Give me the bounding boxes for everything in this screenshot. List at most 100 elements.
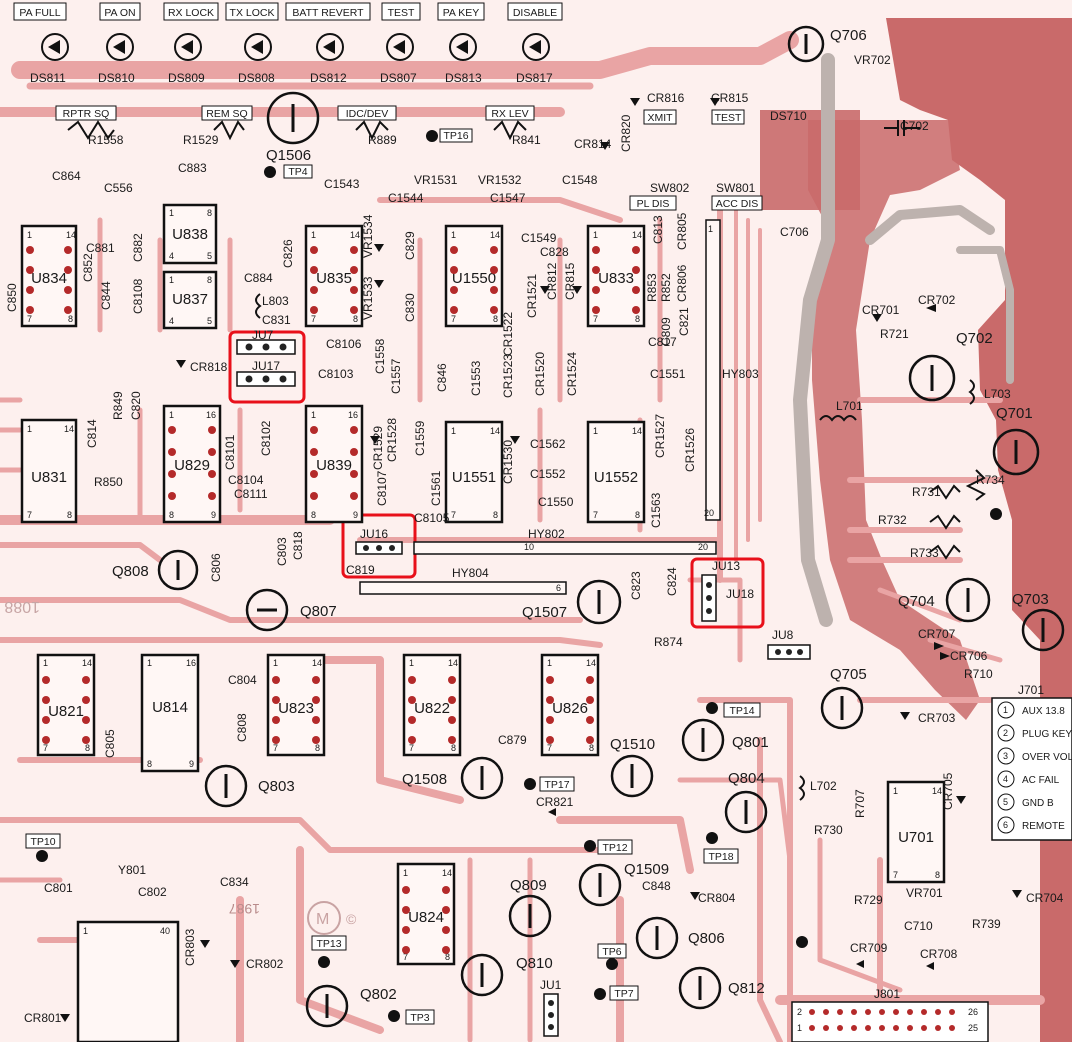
part-label: C818 xyxy=(291,531,305,560)
part-label: R710 xyxy=(964,667,993,681)
tp10-label: TP10 xyxy=(30,836,55,848)
part-label: C828 xyxy=(540,245,569,259)
part-label: C1550 xyxy=(538,495,574,509)
svg-text:7: 7 xyxy=(547,743,552,753)
part-label: VR1532 xyxy=(478,173,522,187)
ic-u824-label: U824 xyxy=(408,909,444,926)
led-label: TX LOCK xyxy=(230,7,275,19)
q701-label: Q701 xyxy=(996,405,1033,422)
hy802-pin-10: 10 xyxy=(524,542,534,552)
part-label: C1553 xyxy=(469,360,483,396)
part-label: C8105 xyxy=(414,511,450,525)
pin-number: 1 xyxy=(1003,705,1008,715)
svg-text:7: 7 xyxy=(451,314,456,324)
part-label: CR701 xyxy=(862,303,900,317)
part-label: CR814 xyxy=(574,137,612,151)
led-ref: DS817 xyxy=(516,71,553,85)
transistor-layer: Q706 Q1506 Q702 Q701 Q808 Q807 Q1507 Q70… xyxy=(112,25,1065,1028)
svg-text:8: 8 xyxy=(85,743,90,753)
svg-text:16: 16 xyxy=(348,410,358,420)
svg-text:8: 8 xyxy=(315,743,320,753)
part-label: C804 xyxy=(228,673,257,687)
pin-number: 2 xyxy=(1003,728,1008,738)
highlight-ju7-ju17 xyxy=(228,330,306,404)
part-label: C803 xyxy=(275,537,289,566)
q801-label: Q801 xyxy=(732,734,769,751)
svg-text:7: 7 xyxy=(27,314,32,324)
part-label: R853 xyxy=(645,273,659,302)
ju13-label: JU13 xyxy=(712,559,740,573)
part-label: C879 xyxy=(498,733,527,747)
part-label: L702 xyxy=(810,779,837,793)
q705-label: Q705 xyxy=(830,666,867,683)
part-label: C1551 xyxy=(650,367,686,381)
svg-text:1: 1 xyxy=(147,658,152,668)
svg-text:9: 9 xyxy=(189,759,194,769)
part-label: C1562 xyxy=(530,437,566,451)
led-label: PA ON xyxy=(104,7,135,19)
copper-layer xyxy=(0,18,1072,1042)
svg-text:1: 1 xyxy=(311,230,316,240)
svg-text:8: 8 xyxy=(635,510,640,520)
year-mark: 1987 xyxy=(229,901,260,917)
part-label: R721 xyxy=(880,327,909,341)
svg-text:8: 8 xyxy=(311,510,316,520)
pin-number: 3 xyxy=(1003,751,1008,761)
j801-pin-26: 26 xyxy=(968,1007,978,1017)
part-label: C1549 xyxy=(521,231,557,245)
q703-label: Q703 xyxy=(1012,591,1049,608)
part-label: R849 xyxy=(111,391,125,420)
tp12-label: TP12 xyxy=(602,842,627,854)
part-label: C1563 xyxy=(649,492,663,528)
q1510-label: Q1510 xyxy=(610,736,655,753)
q702-label: Q702 xyxy=(956,330,993,347)
pin-label: PLUG KEY xyxy=(1022,729,1072,740)
part-label: C821 xyxy=(677,307,691,336)
svg-text:14: 14 xyxy=(64,424,74,434)
svg-text:4: 4 xyxy=(169,316,174,326)
svg-text:14: 14 xyxy=(632,426,642,436)
rptr-sq-label: RPTR SQ xyxy=(63,108,110,120)
svg-text:1: 1 xyxy=(451,426,456,436)
pin-label: REMOTE xyxy=(1022,821,1065,832)
svg-text:8: 8 xyxy=(493,510,498,520)
j801-connector: J801 2 1 26 25 xyxy=(791,987,989,1042)
ic-u822-label: U822 xyxy=(414,700,450,717)
svg-text:14: 14 xyxy=(448,658,458,668)
part-label: R841 xyxy=(512,133,541,147)
q804-label: Q804 xyxy=(728,770,765,787)
part-label: C830 xyxy=(403,293,417,322)
tp3-label: TP3 xyxy=(410,1012,429,1024)
acc-dis-label: ACC DIS xyxy=(716,198,759,210)
led-row: PA FULL DS811 PA ON DS810 RX LOCK DS809 … xyxy=(13,2,563,85)
part-label: C809 xyxy=(659,317,673,346)
part-label: R1558 xyxy=(88,133,124,147)
tp6-label: TP6 xyxy=(602,946,621,958)
part-label: C1543 xyxy=(324,177,360,191)
j801-pin-25: 25 xyxy=(968,1023,978,1033)
ic-u1552-label: U1552 xyxy=(594,469,638,486)
part-label: CR707 xyxy=(918,627,956,641)
part-label: CR801 xyxy=(24,1011,62,1025)
svg-text:7: 7 xyxy=(403,952,408,962)
part-label: C814 xyxy=(85,419,99,448)
ic-u826-label: U826 xyxy=(552,700,588,717)
led-ref: DS808 xyxy=(238,71,275,85)
svg-text:8: 8 xyxy=(493,314,498,324)
part-label: C1552 xyxy=(530,467,566,481)
svg-text:1: 1 xyxy=(27,424,32,434)
part-label: VR702 xyxy=(854,53,891,67)
svg-text:7: 7 xyxy=(273,743,278,753)
ic-u1550-label: U1550 xyxy=(452,270,496,287)
j801-pin-1: 1 xyxy=(797,1023,802,1033)
ic-layer: U838 U834 U837 U835 U1550 U833 U831 U829… xyxy=(20,203,946,1042)
symbol-layer xyxy=(67,120,986,801)
copyright-mark: © xyxy=(346,911,357,927)
tp17-label: TP17 xyxy=(544,779,569,791)
svg-text:14: 14 xyxy=(632,230,642,240)
header-layer: 1 20 HY803 10 20 HY802 6 HY804 xyxy=(359,219,759,595)
part-label: C8104 xyxy=(228,473,264,487)
svg-text:8: 8 xyxy=(935,870,940,880)
svg-text:7: 7 xyxy=(593,510,598,520)
